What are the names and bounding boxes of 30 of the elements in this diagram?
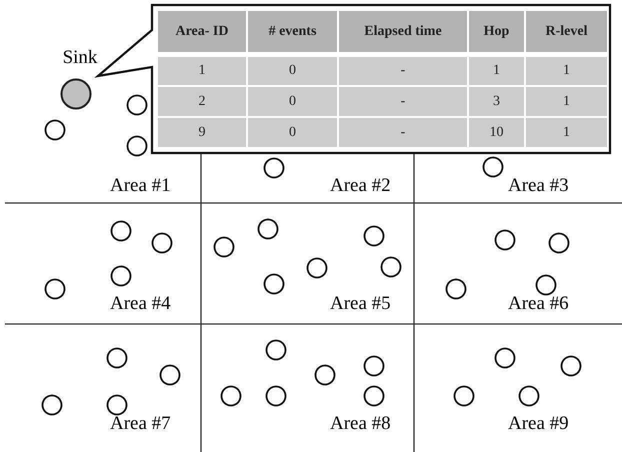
area-label: Area #9 xyxy=(508,414,569,433)
area-label: Area #8 xyxy=(330,414,391,433)
area-label: Area #6 xyxy=(508,294,569,313)
table-cell: 10 xyxy=(469,118,524,147)
table-header-cell: Elapsed time xyxy=(339,11,467,52)
table-cell: 0 xyxy=(248,57,337,85)
area-label: Area #2 xyxy=(330,176,391,195)
area-label: Area #4 xyxy=(110,294,171,313)
table-cell: - xyxy=(339,118,467,147)
table-header-cell: R-level xyxy=(526,11,607,52)
table-cell: 0 xyxy=(248,118,337,147)
area-label: Area #7 xyxy=(110,414,171,433)
table-cell: 1 xyxy=(158,57,246,85)
table-header-cell: Area- ID xyxy=(158,11,246,52)
table-cell: 1 xyxy=(526,118,607,147)
table-cell: - xyxy=(339,57,467,85)
table-cell: 2 xyxy=(158,87,246,116)
table-cell: 1 xyxy=(469,57,524,85)
table-cell: 0 xyxy=(248,87,337,116)
table-cell: 9 xyxy=(158,118,246,147)
table-header-cell: Hop xyxy=(469,11,524,52)
area-label: Area #5 xyxy=(330,294,391,313)
node-label: Sink xyxy=(62,48,98,67)
table-cell: 1 xyxy=(526,57,607,85)
area-label: Area #3 xyxy=(508,176,569,195)
table-cell: 3 xyxy=(469,87,524,116)
table-cell: - xyxy=(339,87,467,116)
table-header-cell: # events xyxy=(248,11,337,52)
table-cell: 1 xyxy=(526,87,607,116)
area-label: Area #1 xyxy=(110,176,171,195)
